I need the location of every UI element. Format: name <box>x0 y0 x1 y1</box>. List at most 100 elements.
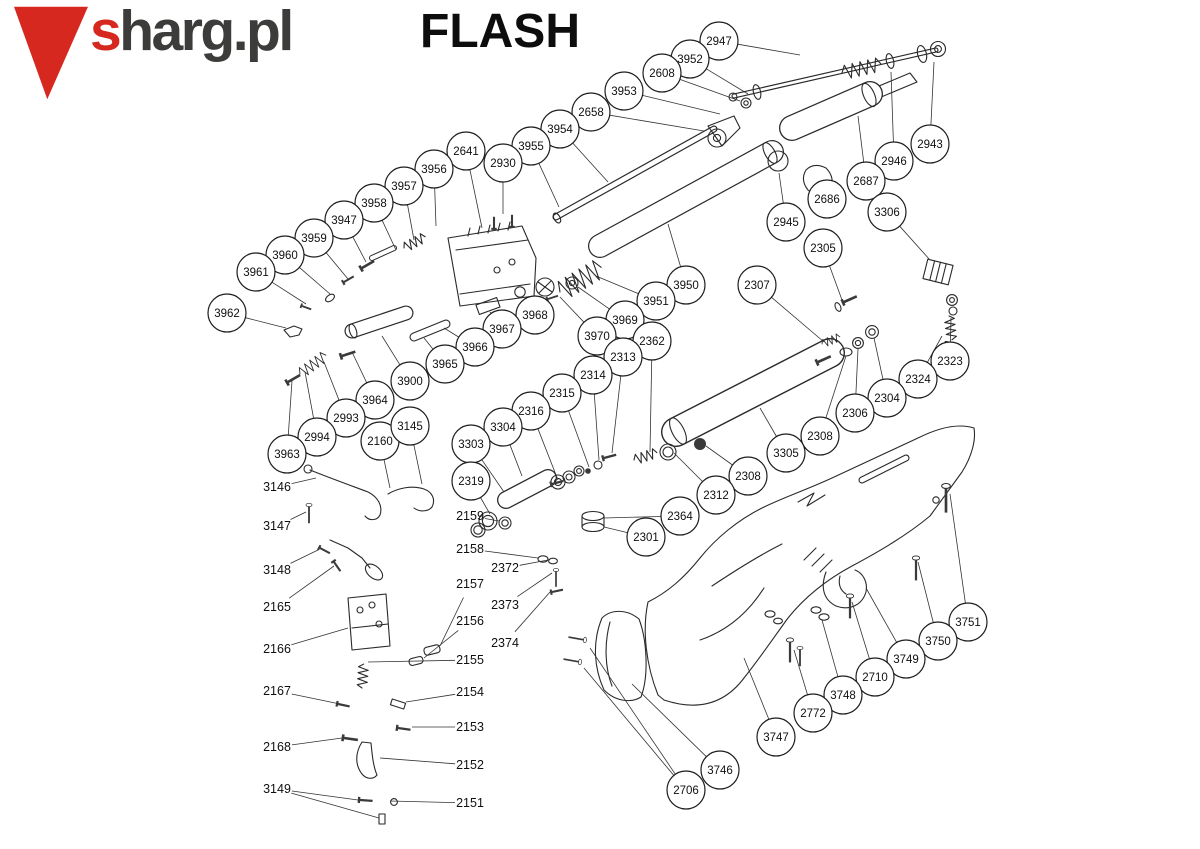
svg-text:2306: 2306 <box>842 408 868 420</box>
art-barrel-group <box>552 81 883 258</box>
part-callout-3964: 3964 <box>355 380 395 420</box>
svg-text:3969: 3969 <box>612 315 638 327</box>
part-label-2157: 2157 <box>456 577 484 591</box>
svg-text:3748: 3748 <box>830 690 856 702</box>
logo-rest: harg.pl <box>119 0 294 63</box>
part-callout-2947: 2947 <box>699 21 739 61</box>
svg-text:2943: 2943 <box>917 139 943 151</box>
part-callout-3955: 3955 <box>511 126 551 166</box>
svg-text:3145: 3145 <box>397 421 423 433</box>
part-callout-3967: 3967 <box>482 309 522 349</box>
part-callout-3970: 3970 <box>577 316 617 356</box>
part-label-3147: 3147 <box>263 519 291 533</box>
svg-text:2362: 2362 <box>639 336 665 348</box>
svg-text:3970: 3970 <box>584 331 610 343</box>
part-callout-2658: 2658 <box>571 92 611 132</box>
part-callout-2304: 2304 <box>867 378 907 418</box>
part-callout-2706: 2706 <box>666 770 706 810</box>
svg-text:2301: 2301 <box>633 532 659 544</box>
part-callout-3746: 3746 <box>700 750 740 790</box>
svg-text:3900: 3900 <box>397 376 423 388</box>
svg-text:2304: 2304 <box>874 393 900 405</box>
svg-text:2947: 2947 <box>706 36 732 48</box>
part-label-2154: 2154 <box>456 685 484 699</box>
svg-text:3955: 3955 <box>518 141 544 153</box>
svg-text:3146: 3146 <box>263 480 291 494</box>
svg-text:3953: 3953 <box>611 86 637 98</box>
part-callout-3145: 3145 <box>390 406 430 446</box>
svg-text:2168: 2168 <box>263 740 291 754</box>
part-callout-2362: 2362 <box>632 321 672 361</box>
svg-text:2658: 2658 <box>578 107 604 119</box>
svg-text:3962: 3962 <box>214 308 240 320</box>
svg-text:3303: 3303 <box>458 439 484 451</box>
part-callout-2608: 2608 <box>642 53 682 93</box>
part-callout-3947: 3947 <box>324 200 364 240</box>
svg-text:3747: 3747 <box>763 732 789 744</box>
exploded-drawing <box>283 40 976 825</box>
part-callout-2686: 2686 <box>807 179 847 219</box>
part-label-2156: 2156 <box>456 614 484 628</box>
part-callout-2313: 2313 <box>603 337 643 377</box>
svg-text:3149: 3149 <box>263 782 291 796</box>
part-callout-3750: 3750 <box>918 621 958 661</box>
svg-text:2993: 2993 <box>333 413 359 425</box>
svg-text:2315: 2315 <box>549 388 575 400</box>
art-receiver-block <box>447 214 537 307</box>
svg-text:2314: 2314 <box>580 370 606 382</box>
part-callout-2316: 2316 <box>511 391 551 431</box>
svg-text:3958: 3958 <box>361 198 387 210</box>
part-callout-3958: 3958 <box>354 183 394 223</box>
svg-text:2167: 2167 <box>263 684 291 698</box>
part-label-2374: 2374 <box>491 636 519 650</box>
svg-text:2364: 2364 <box>667 511 693 523</box>
art-air-cylinder <box>659 338 845 461</box>
part-callout-2687: 2687 <box>846 161 886 201</box>
part-label-2158: 2158 <box>456 542 484 556</box>
part-callout-2305: 2305 <box>803 228 843 268</box>
svg-text:2151: 2151 <box>456 796 484 810</box>
part-callout-2314: 2314 <box>573 355 613 395</box>
svg-text:2946: 2946 <box>881 156 907 168</box>
logo-accent-letter: s <box>90 0 122 63</box>
svg-text:3954: 3954 <box>547 124 573 136</box>
svg-text:3746: 3746 <box>707 765 733 777</box>
svg-text:3965: 3965 <box>432 359 458 371</box>
part-callout-2308: 2308 <box>728 456 768 496</box>
part-callout-3304: 3304 <box>483 407 523 447</box>
svg-text:2312: 2312 <box>703 490 729 502</box>
svg-text:3957: 3957 <box>391 181 417 193</box>
svg-text:2372: 2372 <box>491 561 519 575</box>
svg-text:3305: 3305 <box>773 448 799 460</box>
part-callout-3957: 3957 <box>384 166 424 206</box>
part-callouts: 2947395226083953265839543955293026413956… <box>207 21 988 810</box>
svg-text:2994: 2994 <box>304 432 330 444</box>
svg-text:2319: 2319 <box>458 476 484 488</box>
svg-text:2308: 2308 <box>735 471 761 483</box>
svg-text:2641: 2641 <box>453 146 479 158</box>
svg-text:2152: 2152 <box>456 758 484 772</box>
svg-text:3306: 3306 <box>874 207 900 219</box>
svg-text:2307: 2307 <box>744 280 770 292</box>
part-label-2168: 2168 <box>263 740 291 754</box>
svg-text:3966: 3966 <box>462 342 488 354</box>
svg-text:2316: 2316 <box>518 406 544 418</box>
part-callout-3303: 3303 <box>451 424 491 464</box>
part-callout-3900: 3900 <box>390 361 430 401</box>
part-callout-3954: 3954 <box>540 109 580 149</box>
art-piston-latch-parts <box>283 258 607 387</box>
svg-text:3960: 3960 <box>272 250 298 262</box>
part-callout-2641: 2641 <box>446 131 486 171</box>
svg-text:3959: 3959 <box>301 233 327 245</box>
part-label-2167: 2167 <box>263 684 291 698</box>
part-callout-3961: 3961 <box>236 252 276 292</box>
part-callout-2301: 2301 <box>626 517 666 557</box>
svg-text:3749: 3749 <box>893 654 919 666</box>
part-label-2153: 2153 <box>456 720 484 734</box>
part-callout-2324: 2324 <box>898 359 938 399</box>
part-callout-2772: 2772 <box>793 693 833 733</box>
svg-text:2155: 2155 <box>456 653 484 667</box>
art-top-left-parts <box>283 231 429 338</box>
part-callout-2710: 2710 <box>855 657 895 697</box>
